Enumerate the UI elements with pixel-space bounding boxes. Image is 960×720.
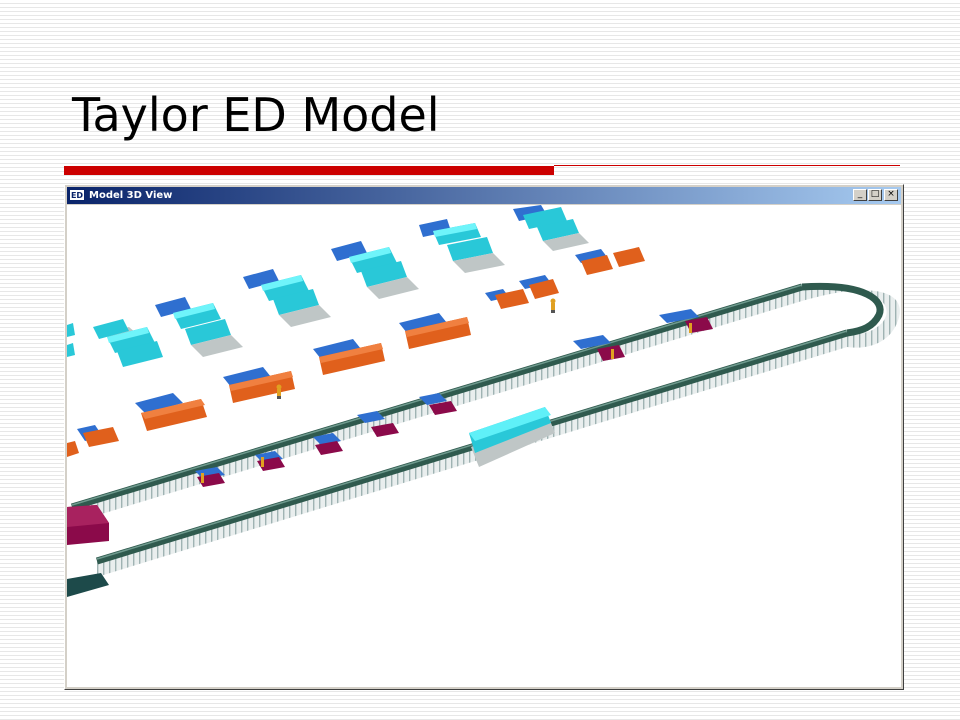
- window-titlebar[interactable]: ED Model 3D View _ □ ×: [67, 187, 901, 204]
- processor-station[interactable]: [313, 433, 343, 455]
- processor-station[interactable]: [255, 451, 285, 471]
- queue-cluster[interactable]: [419, 219, 505, 273]
- processor-station[interactable]: [195, 467, 225, 487]
- central-queue[interactable]: [469, 407, 555, 467]
- model-scene: [67, 205, 900, 597]
- orange-rack[interactable]: [135, 393, 207, 431]
- queue-cluster[interactable]: [513, 205, 589, 251]
- operators[interactable]: [276, 298, 556, 400]
- processor-station[interactable]: [659, 309, 713, 333]
- operator-icon[interactable]: [276, 384, 282, 400]
- orange-rack[interactable]: [313, 339, 385, 375]
- queue-cluster[interactable]: [331, 241, 419, 299]
- processor-station[interactable]: [357, 411, 399, 437]
- processor-stations[interactable]: [67, 309, 713, 545]
- orange-racks[interactable]: [67, 247, 645, 457]
- operator-icon[interactable]: [550, 298, 556, 314]
- close-button[interactable]: ×: [884, 189, 898, 201]
- minimize-button[interactable]: _: [853, 189, 867, 201]
- slide-title: Taylor ED Model: [72, 88, 440, 142]
- window-title: Model 3D View: [89, 190, 173, 201]
- model-3d-viewport[interactable]: [67, 205, 901, 687]
- queue-cluster[interactable]: [243, 269, 331, 327]
- processor-station[interactable]: [419, 393, 457, 415]
- title-rule-thick: [64, 166, 554, 175]
- processor-station[interactable]: [573, 335, 625, 361]
- loop-turn-belt: [801, 282, 884, 337]
- queue-cluster[interactable]: [155, 297, 243, 357]
- exit-block[interactable]: [67, 573, 109, 597]
- taylor-ed-app-icon[interactable]: ED: [69, 189, 85, 201]
- model-3d-view-window[interactable]: ED Model 3D View _ □ ×: [64, 184, 904, 690]
- queue-cluster[interactable]: [67, 323, 75, 357]
- orange-rack[interactable]: [485, 289, 529, 309]
- maximize-button[interactable]: □: [868, 189, 882, 201]
- processor-station[interactable]: [67, 505, 109, 545]
- loop-turn-supports: [802, 284, 900, 348]
- orange-rack[interactable]: [77, 425, 119, 447]
- title-rule-thin: [554, 165, 900, 166]
- orange-rack[interactable]: [223, 367, 295, 403]
- queue-cluster[interactable]: [93, 319, 163, 367]
- orange-rack[interactable]: [519, 275, 559, 299]
- cyan-queue-clusters[interactable]: [67, 205, 589, 367]
- lower-belt-edge: [96, 330, 848, 560]
- orange-rack[interactable]: [399, 313, 471, 349]
- orange-rack[interactable]: [67, 441, 79, 457]
- orange-rack[interactable]: [575, 247, 645, 275]
